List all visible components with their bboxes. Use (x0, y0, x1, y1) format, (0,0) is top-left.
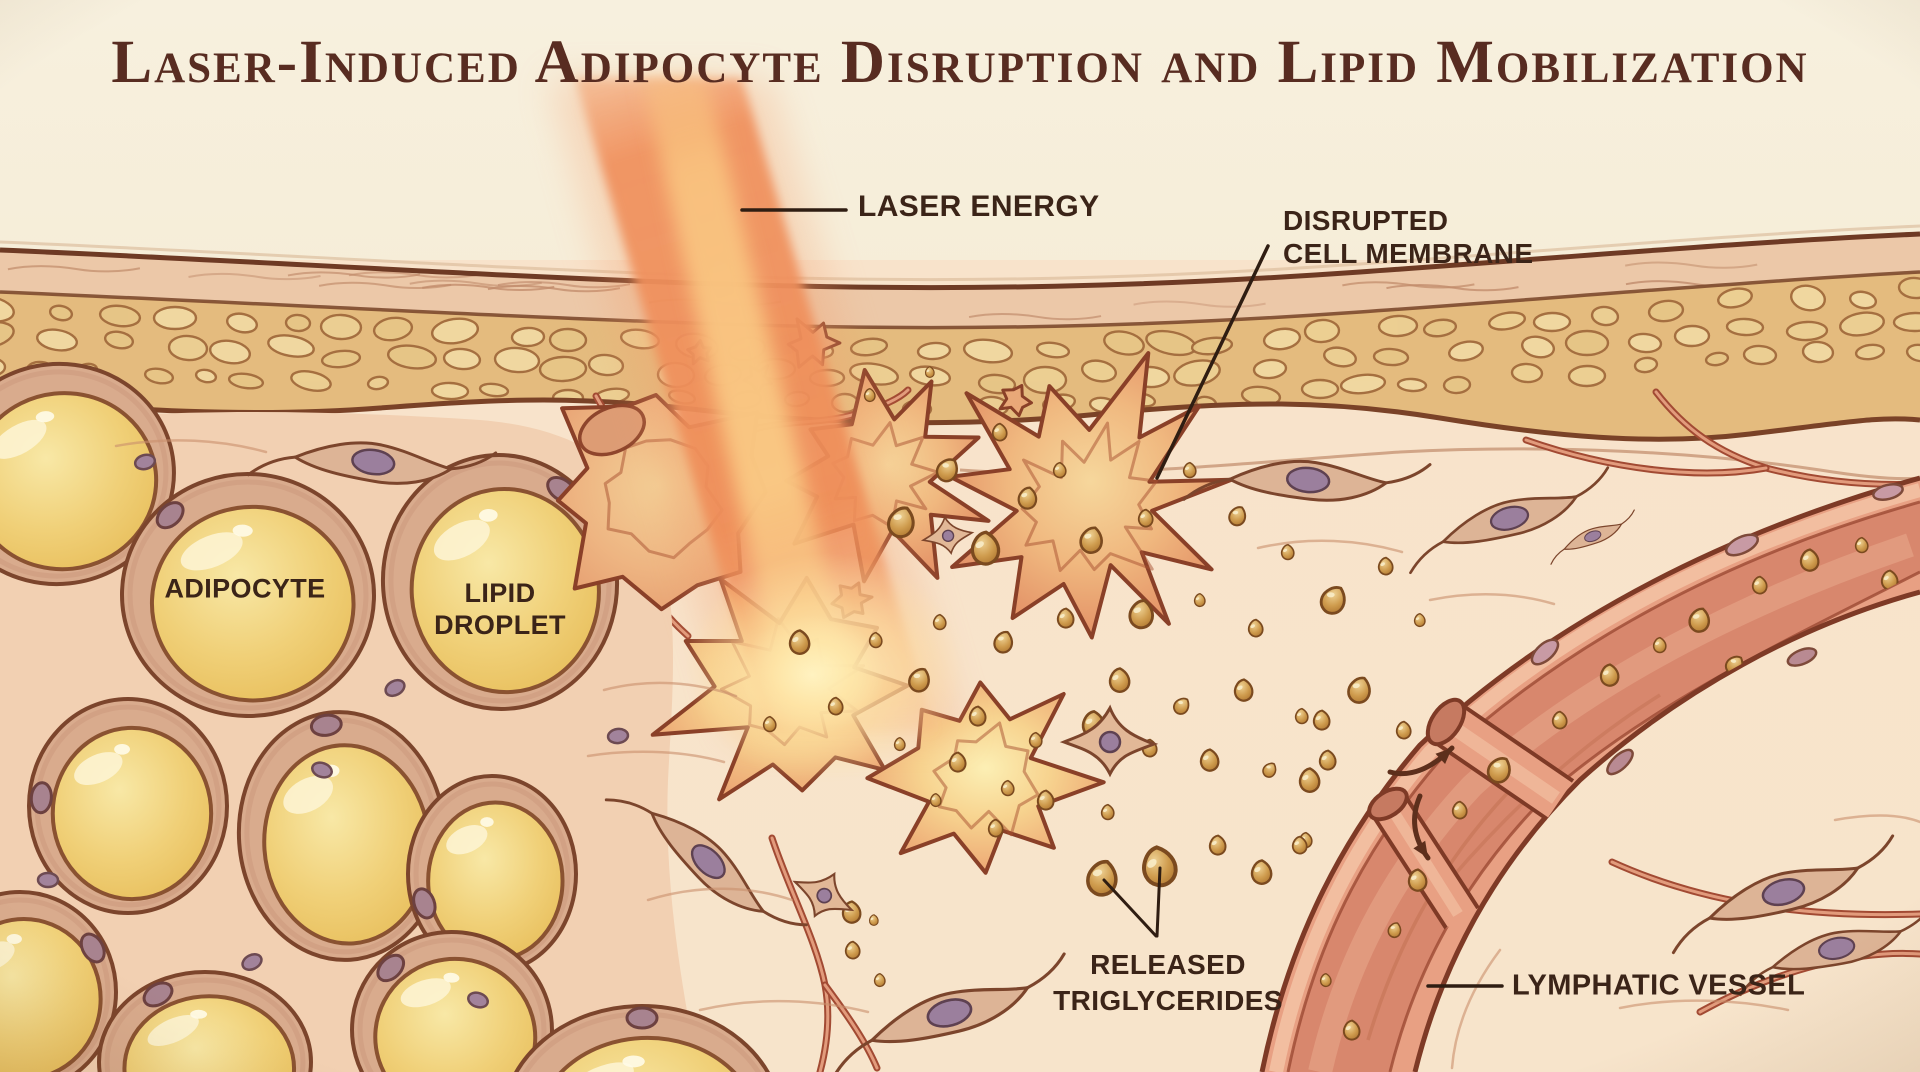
lipid-label-line1: LIPID (464, 578, 536, 608)
released-triglycerides-label: RELEASED TRIGLYCERIDES (1053, 947, 1283, 1019)
leader-lines (740, 208, 1504, 988)
lymphatic-vessel-label: LYMPHATIC VESSEL (1512, 969, 1806, 1002)
released-label-line2: TRIGLYCERIDES (1053, 985, 1283, 1016)
lipid-droplet-label: LIPID DROPLET (434, 577, 566, 641)
laser-energy-label: LASER ENERGY (858, 190, 1100, 223)
released-triglycerides-leader-line (1155, 866, 1162, 938)
adipocyte-label: ADIPOCYTE (164, 573, 326, 604)
disrupted-cell-membrane-label: DISRUPTED CELL MEMBRANE (1283, 204, 1533, 270)
disrupted-label-line1: DISRUPTED (1283, 205, 1449, 236)
disrupted-label-line2: CELL MEMBRANE (1283, 238, 1534, 269)
released-label-line1: RELEASED (1090, 949, 1246, 980)
released-triglycerides-leader-line (1102, 878, 1158, 938)
lipid-label-line2: DROPLET (434, 610, 566, 640)
page-title: Laser-Induced Adipocyte Disruption and L… (111, 29, 1809, 96)
disrupted-membrane-leader-line (1155, 244, 1270, 480)
